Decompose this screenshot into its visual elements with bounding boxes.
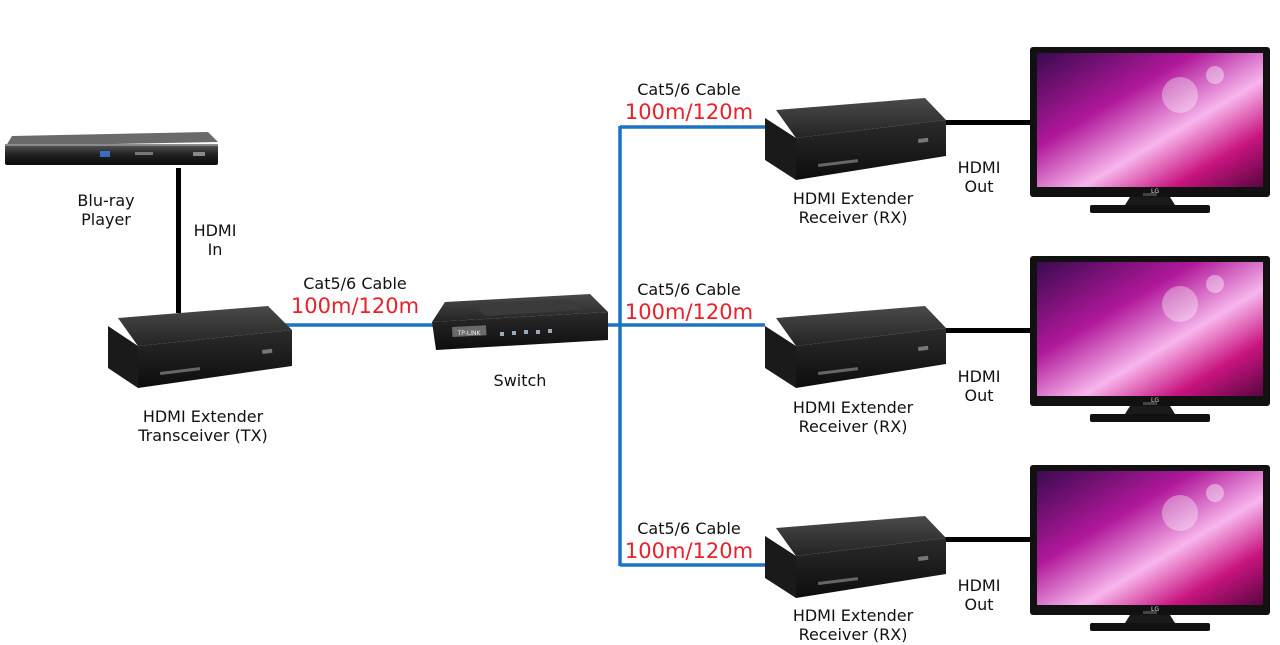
tv-3-brand-text: LG: [1151, 606, 1159, 613]
network-switch: [432, 294, 608, 350]
rx-3-line1: HDMI Extender: [792, 606, 914, 625]
cable-label-rx-1: Cat5/6 Cable 100m/120m: [617, 80, 761, 124]
hdmi-in-label: HDMI In: [180, 221, 250, 259]
tv-2: [1030, 256, 1270, 422]
tx-extender: [108, 306, 292, 388]
bluray-label: Blu-ray Player: [58, 191, 154, 229]
rx-1-line1: HDMI Extender: [792, 189, 914, 208]
rx-extender-1: [765, 98, 946, 180]
hdmi-out-cable-1: [945, 120, 1030, 125]
switch-label: Switch: [470, 371, 570, 390]
cat-cables: [270, 125, 765, 567]
tv-2-brand-text: LG: [1151, 397, 1159, 404]
rx-label-3: HDMI Extender Receiver (RX): [778, 606, 928, 644]
bluray-label-line1: Blu-ray: [77, 191, 135, 210]
cable-label-rx-3: Cat5/6 Cable 100m/120m: [617, 519, 761, 563]
tv-3: [1030, 465, 1270, 631]
hdmi-out-2-line1: HDMI: [957, 367, 1001, 386]
cable-length-rx-2: 100m/120m: [624, 300, 754, 324]
rx-3-line2: Receiver (RX): [798, 625, 908, 644]
bluray-label-line2: Player: [81, 210, 131, 229]
cable-type-rx-1: Cat5/6 Cable: [637, 80, 741, 99]
hdmi-out-1-line2: Out: [964, 177, 994, 196]
rx-extender-3: [765, 516, 946, 598]
tx-label: HDMI Extender Transceiver (TX): [118, 407, 288, 445]
cable-type-rx-3: Cat5/6 Cable: [637, 519, 741, 538]
cable-type-rx-2: Cat5/6 Cable: [637, 280, 741, 299]
tx-label-line2: Transceiver (TX): [138, 426, 268, 445]
rx-label-2: HDMI Extender Receiver (RX): [778, 398, 928, 436]
tv-1-brand-text: LG: [1151, 188, 1159, 195]
rx-2-line2: Receiver (RX): [798, 417, 908, 436]
bluray-player: [5, 132, 218, 165]
tv-1: [1030, 47, 1270, 213]
hdmi-out-cable-2: [945, 328, 1030, 333]
switch-label-text: Switch: [493, 371, 547, 390]
hdmi-out-cable-3: [945, 537, 1030, 542]
cable-type-tx-switch: Cat5/6 Cable: [303, 274, 407, 293]
hdmi-in-line1: HDMI: [193, 221, 237, 240]
tx-label-line1: HDMI Extender: [142, 407, 264, 426]
switch-brand-text: TP-LINK: [457, 330, 482, 337]
hdmi-out-3-line2: Out: [964, 595, 994, 614]
rx-label-1: HDMI Extender Receiver (RX): [778, 189, 928, 227]
cable-length-rx-3: 100m/120m: [624, 539, 754, 563]
hdmi-in-cable: [176, 168, 181, 313]
hdmi-out-2-line2: Out: [964, 386, 994, 405]
hdmi-cables: [176, 120, 1030, 542]
hdmi-in-line2: In: [207, 240, 223, 259]
cable-length-tx-switch: 100m/120m: [290, 294, 420, 318]
hdmi-out-label-1: HDMI Out: [944, 158, 1014, 196]
switch-port-leds: [500, 329, 552, 336]
hdmi-out-label-2: HDMI Out: [944, 367, 1014, 405]
hdmi-out-label-3: HDMI Out: [944, 576, 1014, 614]
hdmi-out-3-line1: HDMI: [957, 576, 1001, 595]
cable-label-rx-2: Cat5/6 Cable 100m/120m: [617, 280, 761, 324]
rx-1-line2: Receiver (RX): [798, 208, 908, 227]
cable-label-tx-switch: Cat5/6 Cable 100m/120m: [283, 274, 427, 318]
rx-2-line1: HDMI Extender: [792, 398, 914, 417]
hdmi-out-1-line1: HDMI: [957, 158, 1001, 177]
rx-extender-2: [765, 306, 946, 388]
cable-length-rx-1: 100m/120m: [624, 100, 754, 124]
